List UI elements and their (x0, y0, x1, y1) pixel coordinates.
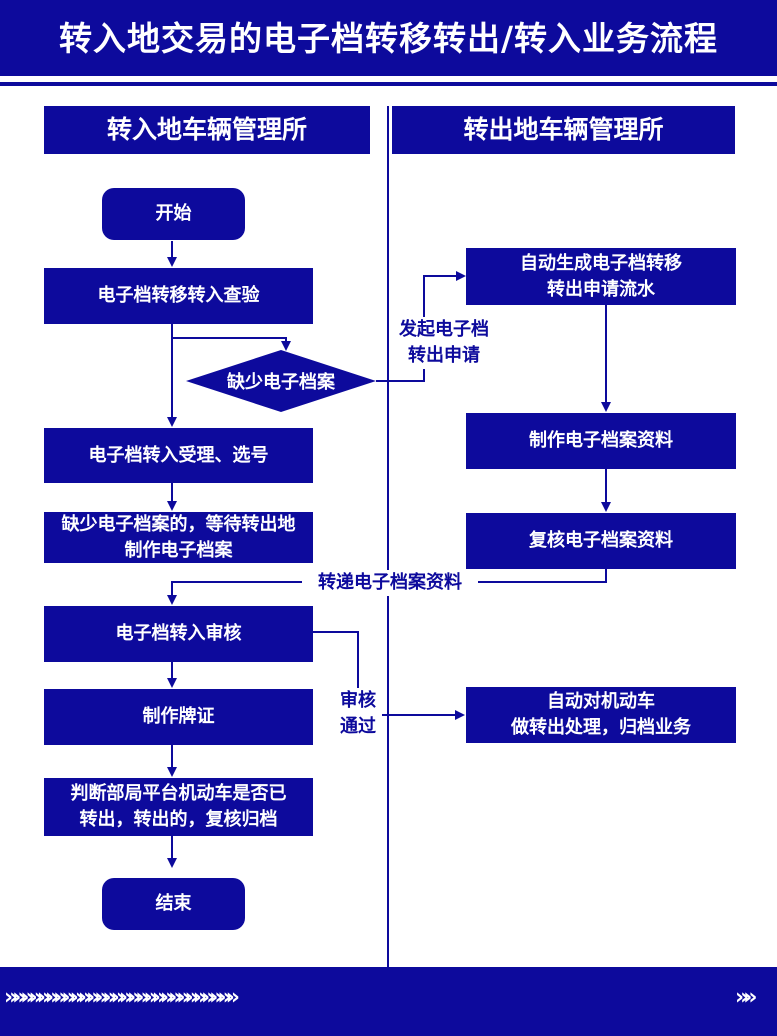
start-node: 开始 (102, 188, 245, 240)
step-generate-line1: 自动生成电子档转移 (520, 252, 682, 274)
step-judge-line1: 判断部局平台机动车是否已 (70, 783, 287, 804)
step-judge: 判断部局平台机动车是否已 转出，转出的，复核归档 (44, 778, 313, 836)
step-review: 电子档转入审核 (44, 606, 313, 662)
step-wait-line2: 制作电子档案 (124, 539, 233, 561)
step-recheck: 复核电子档案资料 (466, 513, 736, 569)
decision-missing-label: 缺少电子档案 (227, 372, 335, 393)
label-apply-line1: 发起电子档 (399, 319, 489, 340)
footer-band (0, 967, 777, 1036)
label-transfer: 转递电子档案资料 (302, 570, 478, 596)
step-auto-line1: 自动对机动车 (547, 691, 655, 712)
decision-diamond (186, 350, 376, 412)
step-wait-line1: 缺少电子档案的，等待转出地 (61, 513, 296, 535)
step-generate: 自动生成电子档转移 转出申请流水 (466, 248, 736, 305)
label-pass-line1: 审核 (340, 690, 376, 711)
label-pass: 审核 通过 (334, 688, 382, 740)
lane-divider (387, 106, 389, 968)
step-plate: 制作牌证 (44, 689, 313, 745)
chevron-arrows-icon: »»»»»»»»»»»»»»»»»»»»»»»»»»»» (4, 985, 240, 1010)
label-pass-line2: 通过 (340, 716, 376, 737)
step-make: 制作电子档案资料 (466, 413, 736, 469)
arrow-review-auto (313, 631, 465, 720)
step-wait: 缺少电子档案的，等待转出地 制作电子档案 (44, 512, 313, 563)
lane-header-left: 转入地车辆管理所 (44, 106, 370, 154)
page-title: 转入地交易的电子档转移转出/转入业务流程 (58, 19, 719, 58)
step-judge-line2: 转出，转出的，复核归档 (79, 809, 278, 830)
end-node: 结束 (102, 878, 245, 930)
label-apply: 发起电子档 转出申请 (390, 317, 498, 369)
label-apply-line2: 转出申请 (408, 345, 480, 366)
lane-header-right: 转出地车辆管理所 (392, 106, 735, 154)
header-divider (0, 82, 777, 86)
step-auto: 自动对机动车 做转出处理，归档业务 (466, 687, 736, 743)
step-generate-line2: 转出申请流水 (547, 278, 655, 300)
step-inspect: 电子档转移转入查验 (44, 268, 313, 324)
arrow-inspect-missing (171, 324, 291, 351)
step-auto-line2: 做转出处理，归档业务 (511, 717, 691, 738)
step-accept: 电子档转入受理、选号 (44, 428, 313, 483)
chevron-arrows-icon-right: »» (735, 985, 758, 1010)
header-banner (0, 0, 777, 76)
